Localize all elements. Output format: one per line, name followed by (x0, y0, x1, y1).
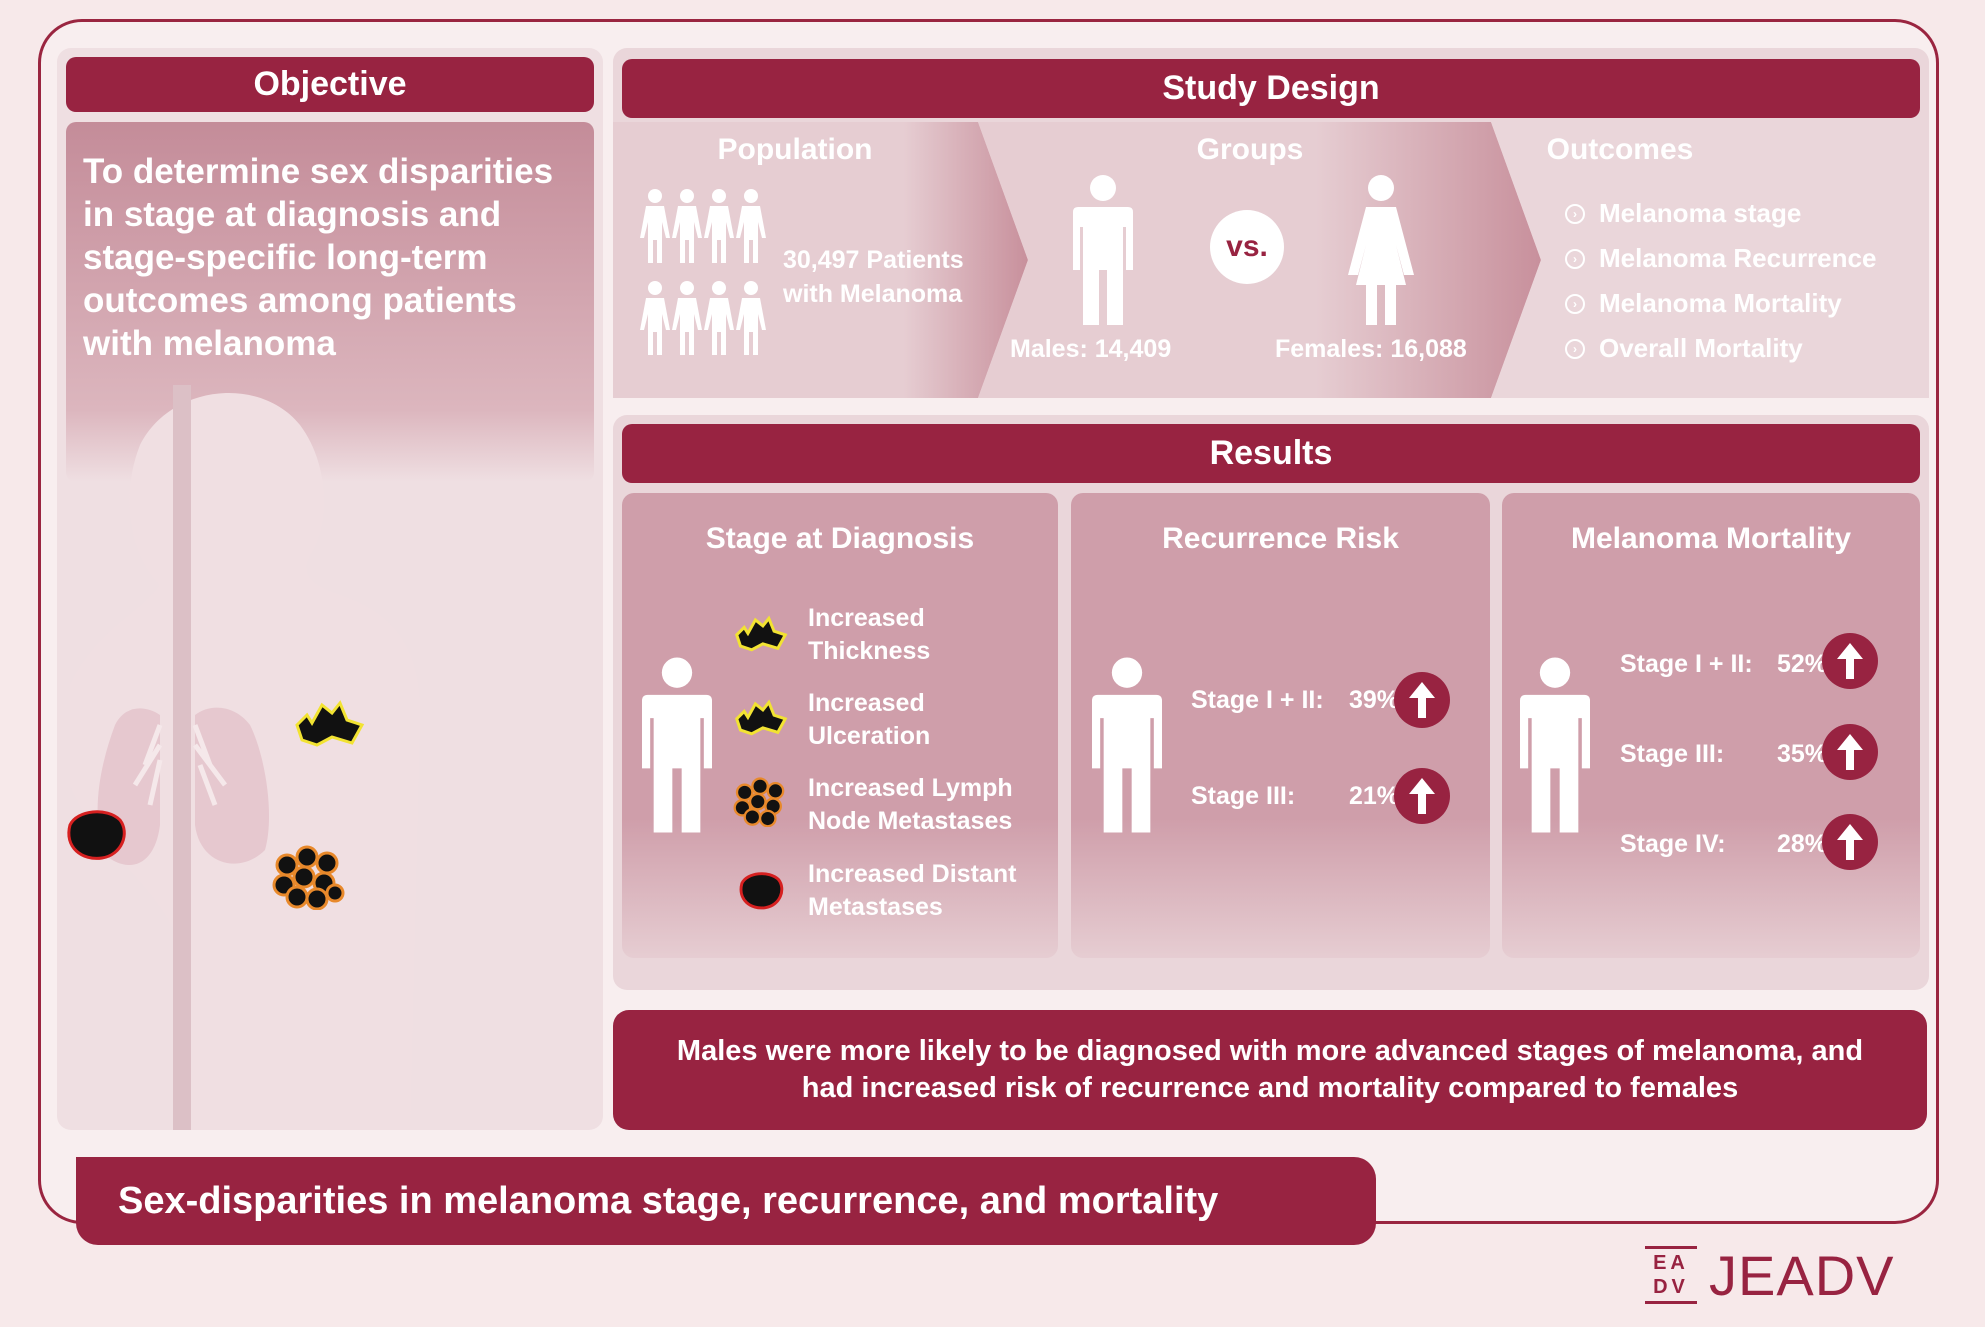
groups-title: Groups (1196, 133, 1304, 166)
mortality-stage-value: 35% (1777, 740, 1828, 768)
increase-arrow-icon (1394, 672, 1450, 728)
melanoma-mortality-title: Melanoma Mortality (1570, 522, 1852, 555)
mortality-stage-value: 28% (1777, 830, 1828, 858)
male-icon (1092, 657, 1162, 833)
females-count: Females: 16,088 (1275, 335, 1467, 363)
population-title: Population (717, 133, 873, 166)
study-design-header: Study Design (622, 59, 1920, 118)
conclusion-text: Males were more likely to be diagnosed w… (676, 1035, 1864, 1104)
objective-header: Objective (66, 57, 594, 112)
footer-title-banner: Sex-disparities in melanoma stage, recur… (76, 1157, 1376, 1245)
increase-arrow-icon (1822, 814, 1878, 870)
vs-label: vs. (1226, 230, 1268, 263)
recurrence-stage-value: 39% (1349, 686, 1400, 714)
stage-item-lymph-node: Increased Lymph Node Metastases (808, 774, 1013, 835)
outcome-item: ›Overall Mortality (1565, 333, 1803, 364)
male-icon (1073, 175, 1133, 325)
eadv-mark: EADV (1645, 1246, 1697, 1304)
stage-item-thickness: Increased Thickness (808, 604, 931, 665)
increase-arrow-icon (1822, 633, 1878, 689)
recurrence-stage-value: 21% (1349, 782, 1400, 810)
vs-badge: vs. (1210, 210, 1284, 284)
population-count: 30,497 Patients with Melanoma (783, 246, 964, 308)
recurrence-stage-label: Stage I + II: (1191, 686, 1324, 714)
female-icon (1348, 175, 1414, 325)
thickness-lesion-icon (735, 615, 788, 652)
conclusion-box: Males were more likely to be diagnosed w… (613, 1010, 1927, 1130)
mortality-stage-value: 52% (1777, 650, 1828, 678)
ulceration-lesion-icon (735, 699, 788, 736)
melanoma-lesion-chest (292, 695, 367, 755)
outcome-item: ›Melanoma stage (1565, 198, 1801, 229)
lymph-node-icon (733, 777, 785, 827)
mortality-stage-label: Stage IV: (1620, 830, 1726, 858)
population-people-icon (640, 189, 766, 355)
chevron-right-icon: › (1565, 203, 1585, 224)
recurrence-stage-label: Stage III: (1191, 782, 1296, 810)
mortality-stage-label: Stage III: (1620, 740, 1725, 768)
stage-at-diagnosis-title: Stage at Diagnosis (705, 522, 975, 555)
stage-item-distant: Increased Distant Metastases (808, 860, 1017, 921)
stage-item-ulceration: Increased Ulceration (808, 689, 931, 750)
torso-illustration (70, 385, 420, 1130)
chevron-right-icon: › (1565, 338, 1585, 359)
jeadv-logo: EADV JEADV (1645, 1243, 1895, 1307)
increase-arrow-icon (1822, 724, 1878, 780)
melanoma-lesion-distant (62, 805, 130, 868)
increase-arrow-icon (1394, 768, 1450, 824)
males-count: Males: 14,409 (1010, 335, 1172, 363)
mortality-stage-label: Stage I + II: (1620, 650, 1753, 678)
footer-title: Sex-disparities in melanoma stage, recur… (118, 1179, 1219, 1222)
results-header: Results (622, 424, 1920, 483)
chevron-right-icon: › (1565, 248, 1585, 269)
chevron-right-icon: › (1565, 293, 1585, 314)
outcome-item: ›Melanoma Recurrence (1565, 243, 1876, 274)
recurrence-risk-title: Recurrence Risk (1162, 522, 1399, 555)
male-icon (1520, 657, 1590, 833)
outcome-item: ›Melanoma Mortality (1565, 288, 1842, 319)
objective-text-box (66, 122, 594, 482)
objective-text: To determine sex disparities in stage at… (83, 152, 554, 363)
male-icon (642, 657, 712, 833)
lymph-node-cluster (272, 845, 347, 915)
distant-metastasis-icon (739, 872, 784, 910)
outcomes-title: Outcomes (1546, 133, 1694, 166)
jeadv-text: JEADV (1709, 1243, 1895, 1307)
